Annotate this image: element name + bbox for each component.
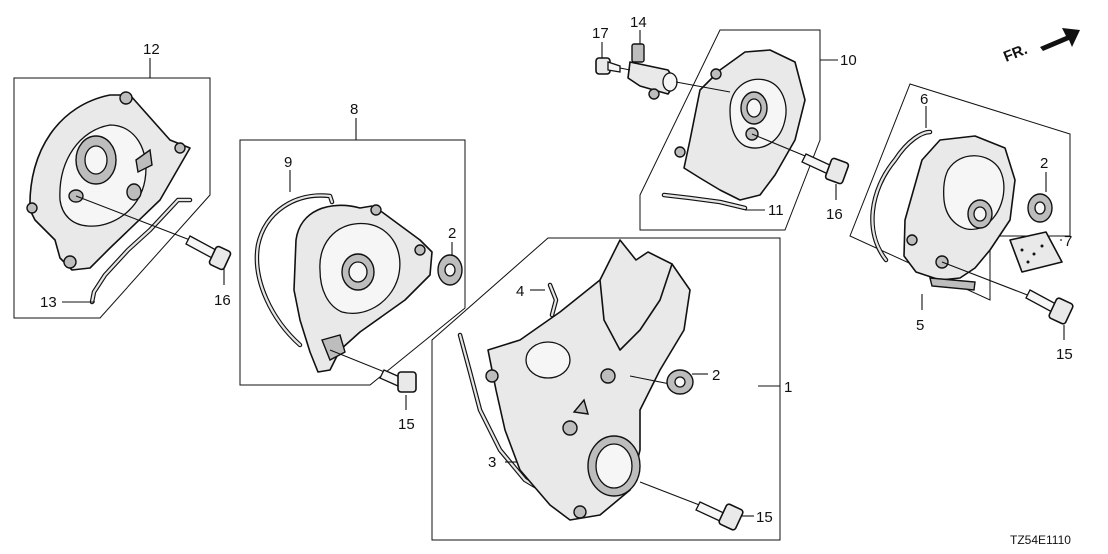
callout-8: 8 bbox=[350, 101, 358, 118]
callout-4: 4 bbox=[516, 283, 524, 300]
callout-2-center: 2 bbox=[712, 367, 720, 384]
callout-9: 9 bbox=[284, 154, 292, 171]
group-box-1 bbox=[431, 237, 781, 541]
callout-11: 11 bbox=[768, 202, 784, 219]
front-direction-label: FR. bbox=[1001, 41, 1030, 66]
callout-6: 6 bbox=[920, 91, 928, 108]
part-lower-cover-right bbox=[903, 135, 1016, 291]
callout-10: 10 bbox=[840, 52, 857, 69]
callout-1: 1 bbox=[784, 379, 792, 396]
part-grommet-2-center bbox=[629, 369, 694, 395]
bolt-16-left bbox=[75, 195, 232, 271]
diagram-code: TZ54E1110 bbox=[1010, 533, 1071, 547]
bolt-16-right bbox=[751, 133, 850, 185]
callout-14: 14 bbox=[630, 14, 647, 31]
part-grommet-2-right bbox=[1027, 193, 1053, 223]
front-direction-arrow-icon bbox=[1040, 28, 1080, 51]
part-gasket-11 bbox=[661, 192, 748, 211]
part-upper-cover-left bbox=[26, 91, 191, 271]
part-gasket-4 bbox=[547, 282, 559, 318]
part-grommet-2-left bbox=[437, 254, 463, 286]
callout-16-right: 16 bbox=[826, 206, 843, 223]
part-lower-cover-main bbox=[485, 239, 691, 521]
callout-15-center-left: 15 bbox=[398, 416, 415, 433]
callout-7: 7 bbox=[1064, 233, 1072, 250]
callout-13: 13 bbox=[40, 294, 57, 311]
part-sensor-14 bbox=[627, 43, 731, 100]
part-gasket-13 bbox=[89, 197, 193, 305]
callout-5: 5 bbox=[916, 317, 924, 334]
part-insulator-7 bbox=[1009, 231, 1063, 273]
bolt-15-right bbox=[941, 261, 1074, 325]
front-direction-indicator: FR. bbox=[1001, 28, 1080, 66]
bolt-15-center-left bbox=[329, 349, 417, 393]
bolt-15-bottom bbox=[639, 481, 744, 531]
callout-12: 12 bbox=[143, 41, 160, 58]
bolt-17 bbox=[595, 57, 631, 75]
group-box-10 bbox=[639, 29, 821, 231]
part-middle-cover bbox=[293, 204, 433, 373]
callout-2-left: 2 bbox=[448, 225, 456, 242]
part-gasket-6 bbox=[870, 129, 933, 263]
callout-16-left: 16 bbox=[214, 292, 231, 309]
group-box-8 bbox=[239, 139, 466, 386]
part-gasket-9 bbox=[254, 193, 335, 348]
callout-17: 17 bbox=[592, 25, 609, 42]
callout-15-bottom: 15 bbox=[756, 509, 773, 526]
callout-2-right: 2 bbox=[1040, 155, 1048, 172]
callout-15-right: 15 bbox=[1056, 346, 1073, 363]
part-upper-cover-center bbox=[674, 49, 806, 201]
callout-3: 3 bbox=[488, 454, 496, 471]
